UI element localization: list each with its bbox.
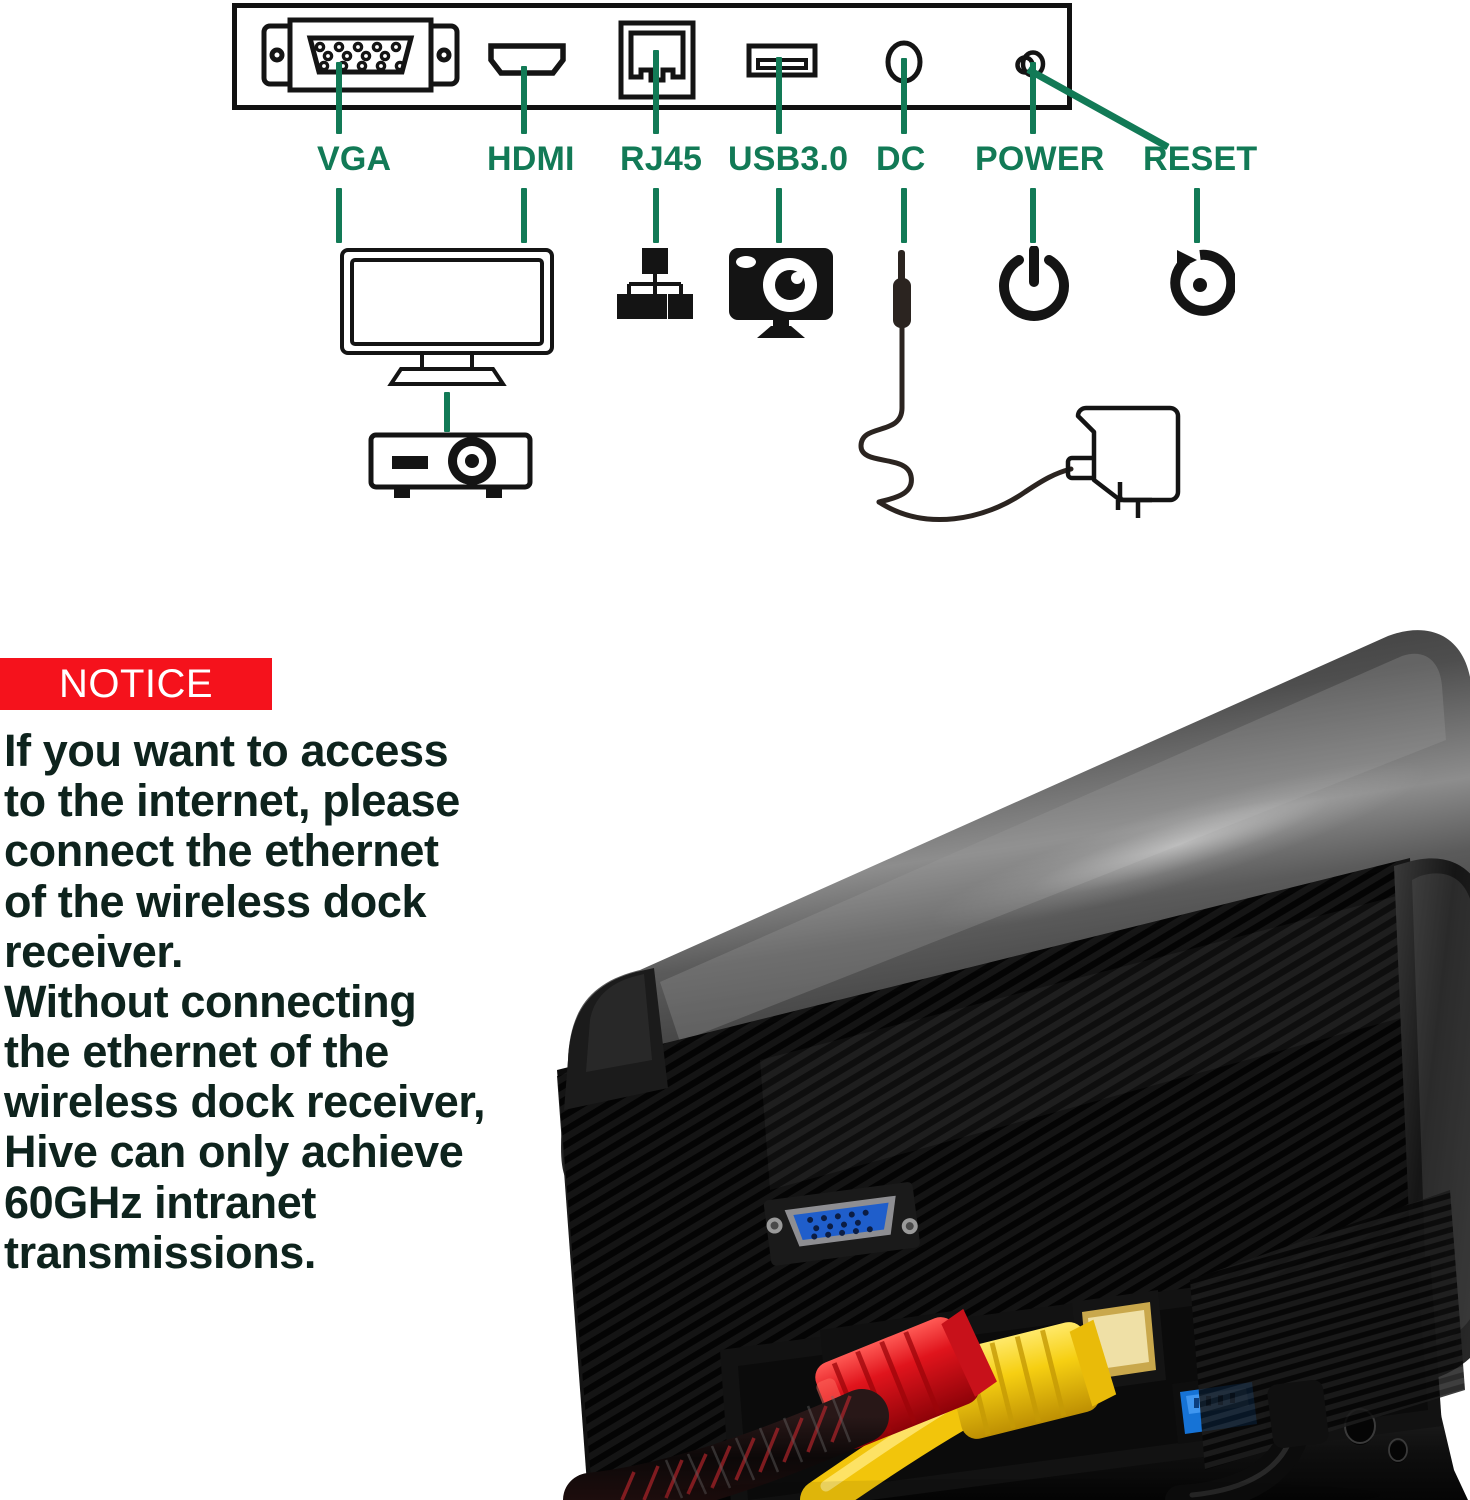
leader-line-usb3: [776, 57, 782, 134]
leader-line-power-device: [1030, 188, 1036, 243]
webcam-monitor-icon: [729, 248, 833, 338]
hdmi-port-icon: [488, 43, 566, 76]
leader-line-vga-device: [336, 188, 342, 243]
leader-line-monitor-projector: [444, 392, 450, 432]
port-label-rj45: RJ45: [620, 140, 703, 178]
port-diagram: VGA HDMI RJ45 USB3.0 DC POWER RESET: [0, 0, 1470, 560]
leader-line-hdmi-device: [521, 188, 527, 243]
dc-plug-barrel: [1267, 1379, 1329, 1449]
power-adapter-icon: [1065, 405, 1181, 518]
leader-line-rj45-device: [653, 188, 659, 243]
leader-line-dc-device: [901, 188, 907, 243]
device-left-cap: [564, 968, 668, 1110]
notice-body-text: If you want to access to the internet, p…: [4, 725, 486, 1278]
monitor-icon: [340, 248, 554, 386]
leader-line-power: [1030, 62, 1036, 134]
vga-port-icon: [261, 17, 460, 93]
reset-button: [1389, 1441, 1407, 1463]
network-switch-icon: [617, 248, 693, 319]
port-label-vga: VGA: [317, 140, 392, 178]
reset-arrow-icon: [1170, 249, 1235, 316]
left-cap-edge: [586, 974, 652, 1072]
leader-line-dc: [901, 58, 907, 134]
port-label-hdmi: HDMI: [487, 140, 575, 178]
notice-badge: NOTICE: [0, 658, 272, 710]
product-photo-illustration: [557, 630, 1470, 1500]
device-shadow: [660, 1479, 1380, 1500]
power-adapter-cable-icon: [876, 466, 1074, 522]
usb3-port-icon: [746, 43, 818, 78]
leader-line-reset-device: [1194, 188, 1200, 243]
power-symbol-icon: [999, 246, 1069, 321]
port-label-usb3: USB3.0: [728, 140, 849, 178]
projector-icon: [368, 432, 533, 498]
vga-port: [763, 1182, 920, 1266]
reset-button-ring: [1388, 1438, 1408, 1462]
top-shell-specular: [931, 760, 1429, 930]
product-photo: [120, 590, 1470, 1500]
notice-block: NOTICE If you want to access to the inte…: [0, 640, 540, 1400]
hdmi-sleeve-weave: [563, 1389, 889, 1500]
leader-line-hdmi: [521, 66, 527, 134]
leader-line-usb3-device: [776, 188, 782, 243]
port-label-power: POWER: [975, 140, 1105, 178]
top-shell-highlight: [660, 653, 1446, 1042]
leader-line-vga: [336, 62, 342, 134]
leader-line-rj45: [653, 50, 659, 134]
vent-face-sheen: [760, 890, 1430, 1190]
port-label-reset: RESET: [1143, 140, 1258, 178]
notice-badge-label: NOTICE: [58, 662, 214, 706]
dc-plug-cable-icon: [858, 250, 914, 505]
port-label-dc: DC: [876, 140, 926, 178]
